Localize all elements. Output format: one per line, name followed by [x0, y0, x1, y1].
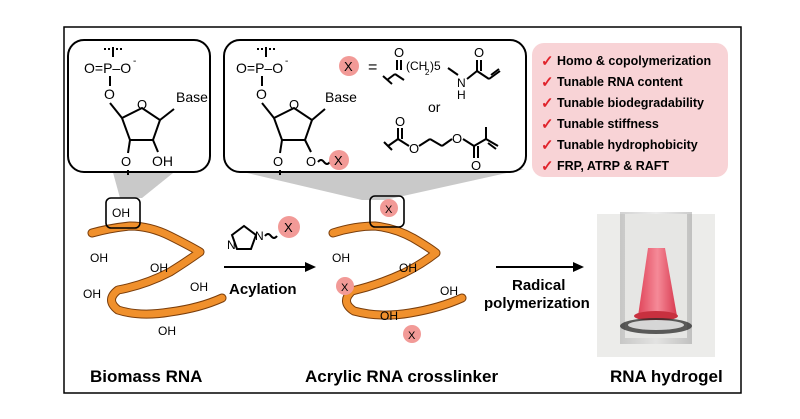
carbonyl-o-1: O	[394, 45, 404, 60]
phosphate-label-2: O=P–O	[236, 60, 283, 76]
ester-o-3: O	[452, 131, 462, 146]
base-label-2: Base	[325, 89, 357, 105]
highlight-box	[369, 195, 405, 228]
highlight-box	[105, 197, 141, 229]
ring-oxygen-2: O	[289, 97, 299, 112]
zoom-wedge-left	[112, 169, 178, 198]
feature-item: ✓ Homo & copolymerization	[541, 53, 711, 70]
feature-label: Tunable RNA content	[557, 75, 684, 89]
radical-label: Radical	[512, 277, 565, 294]
check-icon: ✓	[541, 95, 554, 112]
hydroxyl-label: OH	[90, 251, 108, 265]
features-list: ✓ Homo & copolymerization ✓ Tunable RNA …	[541, 53, 711, 175]
imidazole-n-2: N	[255, 229, 264, 243]
x-badge-text: X	[341, 282, 349, 294]
check-icon: ✓	[541, 116, 554, 133]
chain-sub-5: )5	[430, 59, 441, 73]
hydroxyl-label: OH	[380, 309, 398, 323]
nucleotide-structure: O=P–O - O O Base OH O	[84, 47, 208, 175]
feature-item: ✓ Tunable stiffness	[541, 116, 659, 133]
feature-label: Tunable hydrophobicity	[557, 138, 698, 152]
x-badge-definition	[339, 56, 359, 76]
feature-item: ✓ Tunable hydrophobicity	[541, 137, 698, 154]
hydroxyl-label: OH	[158, 324, 176, 338]
carbonyl-o-2: O	[474, 45, 484, 60]
hydrogel-photo	[597, 212, 715, 357]
features-box	[532, 43, 728, 177]
ester-o-2: O	[409, 141, 419, 156]
x-definition-text: X	[344, 59, 353, 74]
imidazole-n-1: N	[227, 238, 236, 252]
base-label: Base	[176, 89, 208, 105]
acylated-nucleotide-structure: O=P–O - O O Base O O X	[236, 47, 357, 175]
or-text: or	[428, 99, 441, 115]
ring-oxygen: O	[137, 97, 147, 112]
hydroxyl-label: OH	[332, 251, 350, 265]
feature-label: FRP, ATRP & RAFT	[557, 159, 669, 173]
crosslinker-rna-strand: X OH OH X OH OH X	[328, 195, 467, 343]
imidazole-reagent: N N X	[227, 216, 300, 252]
nucleotide-box	[67, 39, 211, 173]
oxygen-label-2: O	[256, 86, 267, 102]
phosphate-charge-2: -	[285, 56, 288, 67]
x-badge-text: X	[334, 153, 343, 168]
check-icon: ✓	[541, 158, 554, 175]
feature-label: Tunable stiffness	[557, 117, 659, 131]
oxygen-3-label: O	[121, 154, 131, 169]
x-badge	[336, 277, 354, 295]
polymerization-label: polymerization	[484, 295, 590, 312]
hydroxyl-label: OH	[83, 287, 101, 301]
biomass-rna-label: Biomass RNA	[90, 367, 202, 386]
hydrogel-label: RNA hydrogel	[610, 367, 723, 386]
x-definition: X = O (CH 2 )5 N H O or O O O	[339, 45, 501, 173]
oxygen-label: O	[104, 86, 115, 102]
amide-h: H	[457, 88, 466, 102]
feature-label: Tunable biodegradability	[557, 96, 704, 110]
hydroxyl-label: OH	[440, 284, 458, 298]
chain-sub-2: 2	[425, 68, 430, 77]
amide-n: N	[457, 76, 466, 90]
x-badge-reagent	[278, 216, 300, 238]
x-badge-text: X	[408, 330, 416, 342]
zoom-wedge-right	[230, 169, 525, 200]
hydroxyl-label: OH	[190, 280, 208, 294]
check-icon: ✓	[541, 53, 554, 70]
crosslinker-label: Acrylic RNA crosslinker	[305, 367, 498, 386]
x-badge-reagent-text: X	[284, 220, 293, 235]
ester-o-1: O	[395, 114, 405, 129]
chain-label-open: (CH	[406, 59, 427, 73]
acylation-arrowhead	[305, 262, 316, 272]
hydroxyl-label: OH	[112, 206, 130, 220]
feature-item: ✓ Tunable RNA content	[541, 74, 684, 91]
oxygen-3-label-2: O	[273, 154, 283, 169]
acylation-label: Acylation	[229, 281, 297, 298]
polymerization-arrowhead	[573, 262, 584, 272]
feature-item: ✓ Tunable biodegradability	[541, 95, 704, 112]
x-badge-text: X	[385, 204, 393, 216]
check-icon: ✓	[541, 137, 554, 154]
x-badge	[403, 325, 421, 343]
feature-label: Homo & copolymerization	[557, 54, 711, 68]
hydroxyl-label: OH	[399, 261, 417, 275]
hydroxyl-label: OH	[150, 261, 168, 275]
phosphate-label: O=P–O	[84, 60, 131, 76]
check-icon: ✓	[541, 74, 554, 91]
hydroxyl-label: OH	[152, 153, 173, 169]
feature-item: ✓ FRP, ATRP & RAFT	[541, 158, 669, 175]
x-badge	[380, 199, 398, 217]
biomass-rna-strand: OH OH OH OH OH OH	[83, 197, 227, 338]
equals-sign: =	[368, 59, 377, 76]
phosphate-charge: -	[133, 56, 136, 67]
ester-o-4: O	[471, 158, 481, 173]
oxygen-2-label: O	[306, 154, 316, 169]
hydrogel-cone	[638, 248, 677, 316]
x-badge-structure	[329, 150, 349, 170]
